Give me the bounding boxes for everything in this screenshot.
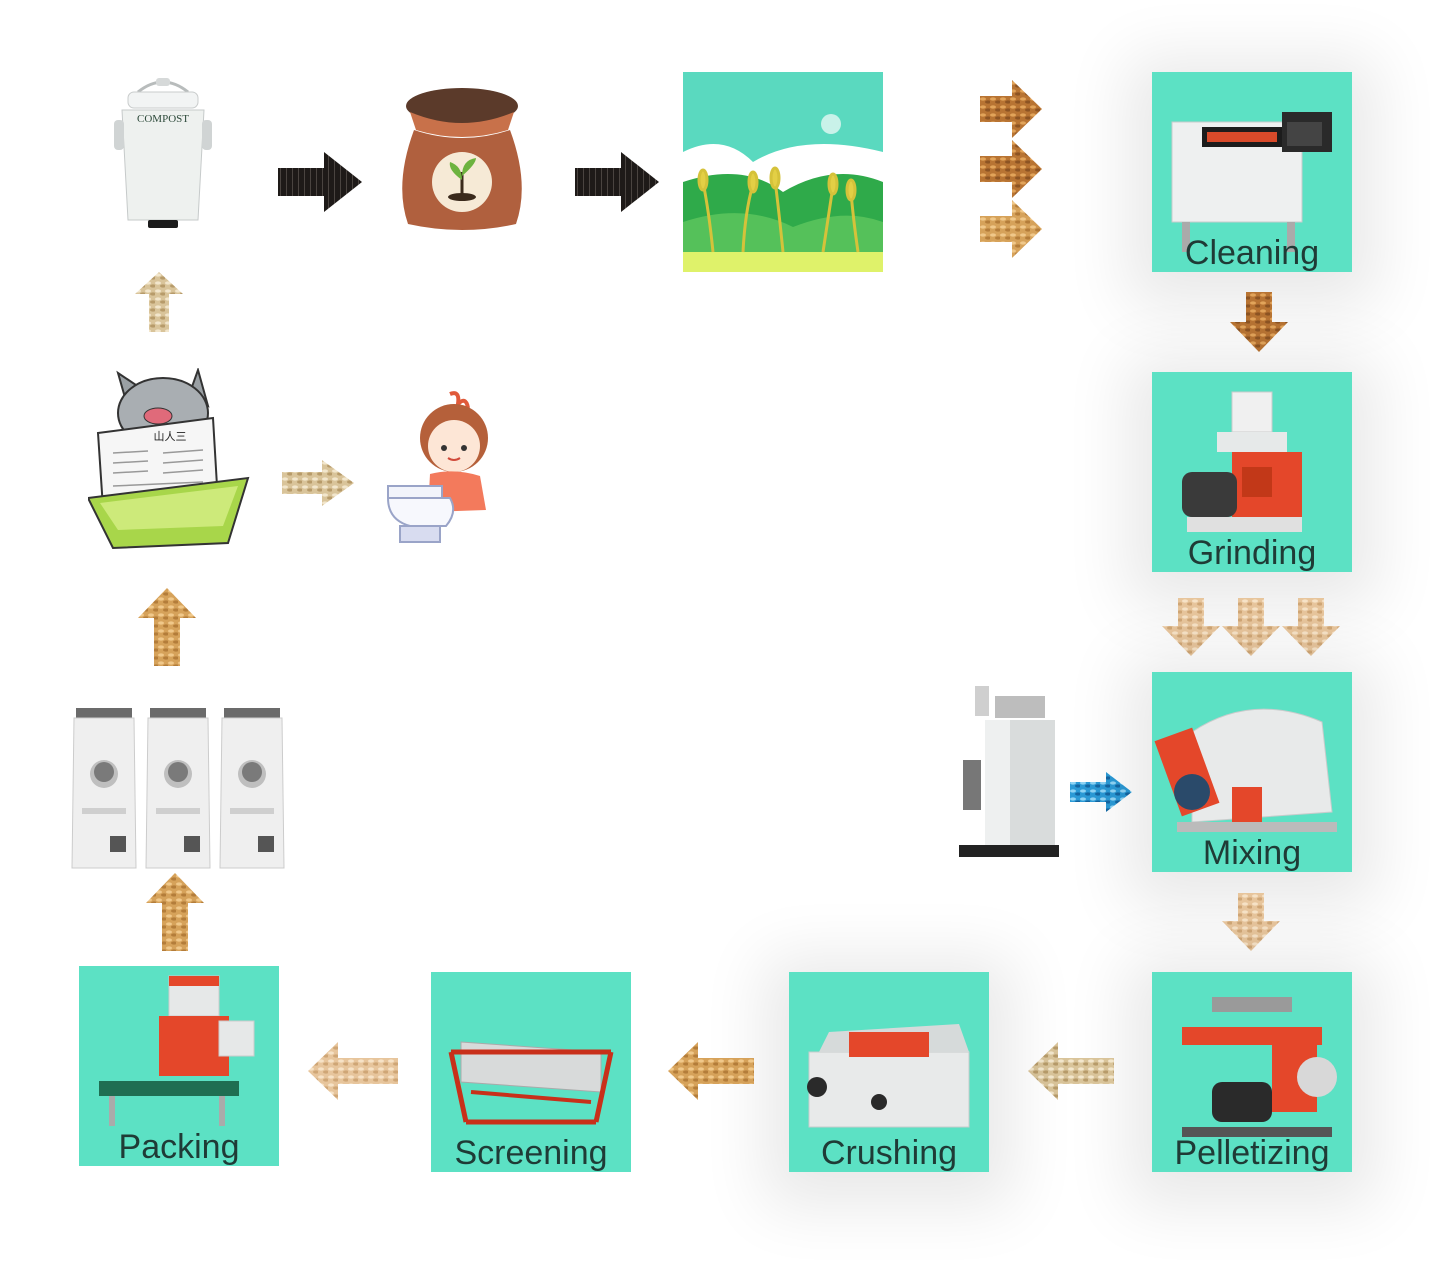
grain-arrow-right bbox=[980, 140, 1042, 198]
stage-label: Screening bbox=[454, 1134, 608, 1172]
stage-label: Packing bbox=[118, 1128, 240, 1166]
steam-arrow-right bbox=[1070, 772, 1132, 812]
compost-bin-label: COMPOST bbox=[137, 113, 189, 125]
girl-toilet-image bbox=[380, 390, 500, 548]
crushing-machine-image bbox=[807, 1024, 970, 1128]
stage-label: Mixing bbox=[1202, 834, 1302, 872]
grinding-machine-image bbox=[1182, 391, 1302, 532]
pelletizing-machine-image bbox=[1182, 997, 1337, 1137]
grain-arrow-down bbox=[1222, 598, 1280, 656]
stage-crushing: Crushing bbox=[789, 972, 989, 1172]
stage-label: Pelletizing bbox=[1174, 1134, 1330, 1172]
packing-machine-image bbox=[99, 975, 255, 1126]
litter-bags-image bbox=[68, 708, 288, 873]
stage-screening: Screening bbox=[431, 972, 631, 1172]
stage-grinding: Grinding bbox=[1152, 372, 1352, 572]
stage-label: Crushing bbox=[820, 1134, 958, 1172]
stage-cleaning: Cleaning bbox=[1152, 72, 1352, 272]
compost-bin-image: COMPOST bbox=[108, 72, 218, 232]
cat-litter-box-image: 山人三 bbox=[86, 366, 253, 550]
newspaper-headline: 山人三 bbox=[154, 430, 187, 443]
stage-pelletizing: Pelletizing bbox=[1152, 972, 1352, 1172]
stage-mixing: Mixing bbox=[1152, 672, 1352, 872]
mixing-machine-image bbox=[1154, 708, 1337, 832]
grain-arrow-down bbox=[1230, 292, 1288, 352]
grain-arrow-left bbox=[308, 1042, 398, 1100]
grain-arrow-down bbox=[1222, 893, 1280, 951]
flow-arrow-right-dark bbox=[575, 152, 659, 212]
flow-arrow-right-dark bbox=[278, 152, 362, 212]
grain-arrow-left bbox=[668, 1042, 754, 1100]
grain-arrow-up bbox=[138, 588, 196, 666]
grain-arrow-up bbox=[135, 272, 183, 332]
stage-label: Cleaning bbox=[1184, 234, 1320, 272]
fertilizer-sack-image bbox=[390, 84, 535, 234]
grain-arrow-right bbox=[980, 80, 1042, 138]
stage-packing: Packing bbox=[79, 966, 279, 1166]
screening-machine-image bbox=[448, 1041, 614, 1125]
steam-boiler-image bbox=[955, 680, 1065, 865]
stage-label: Grinding bbox=[1187, 534, 1317, 572]
grain-arrow-down bbox=[1282, 598, 1340, 656]
grain-arrow-up bbox=[146, 873, 204, 951]
grain-arrow-down bbox=[1162, 598, 1220, 656]
wheat-field-image bbox=[683, 72, 883, 272]
grain-arrow-right bbox=[282, 460, 354, 506]
grain-arrow-right bbox=[980, 200, 1042, 258]
grain-arrow-left bbox=[1028, 1042, 1114, 1100]
cleaning-machine-image bbox=[1171, 112, 1332, 252]
